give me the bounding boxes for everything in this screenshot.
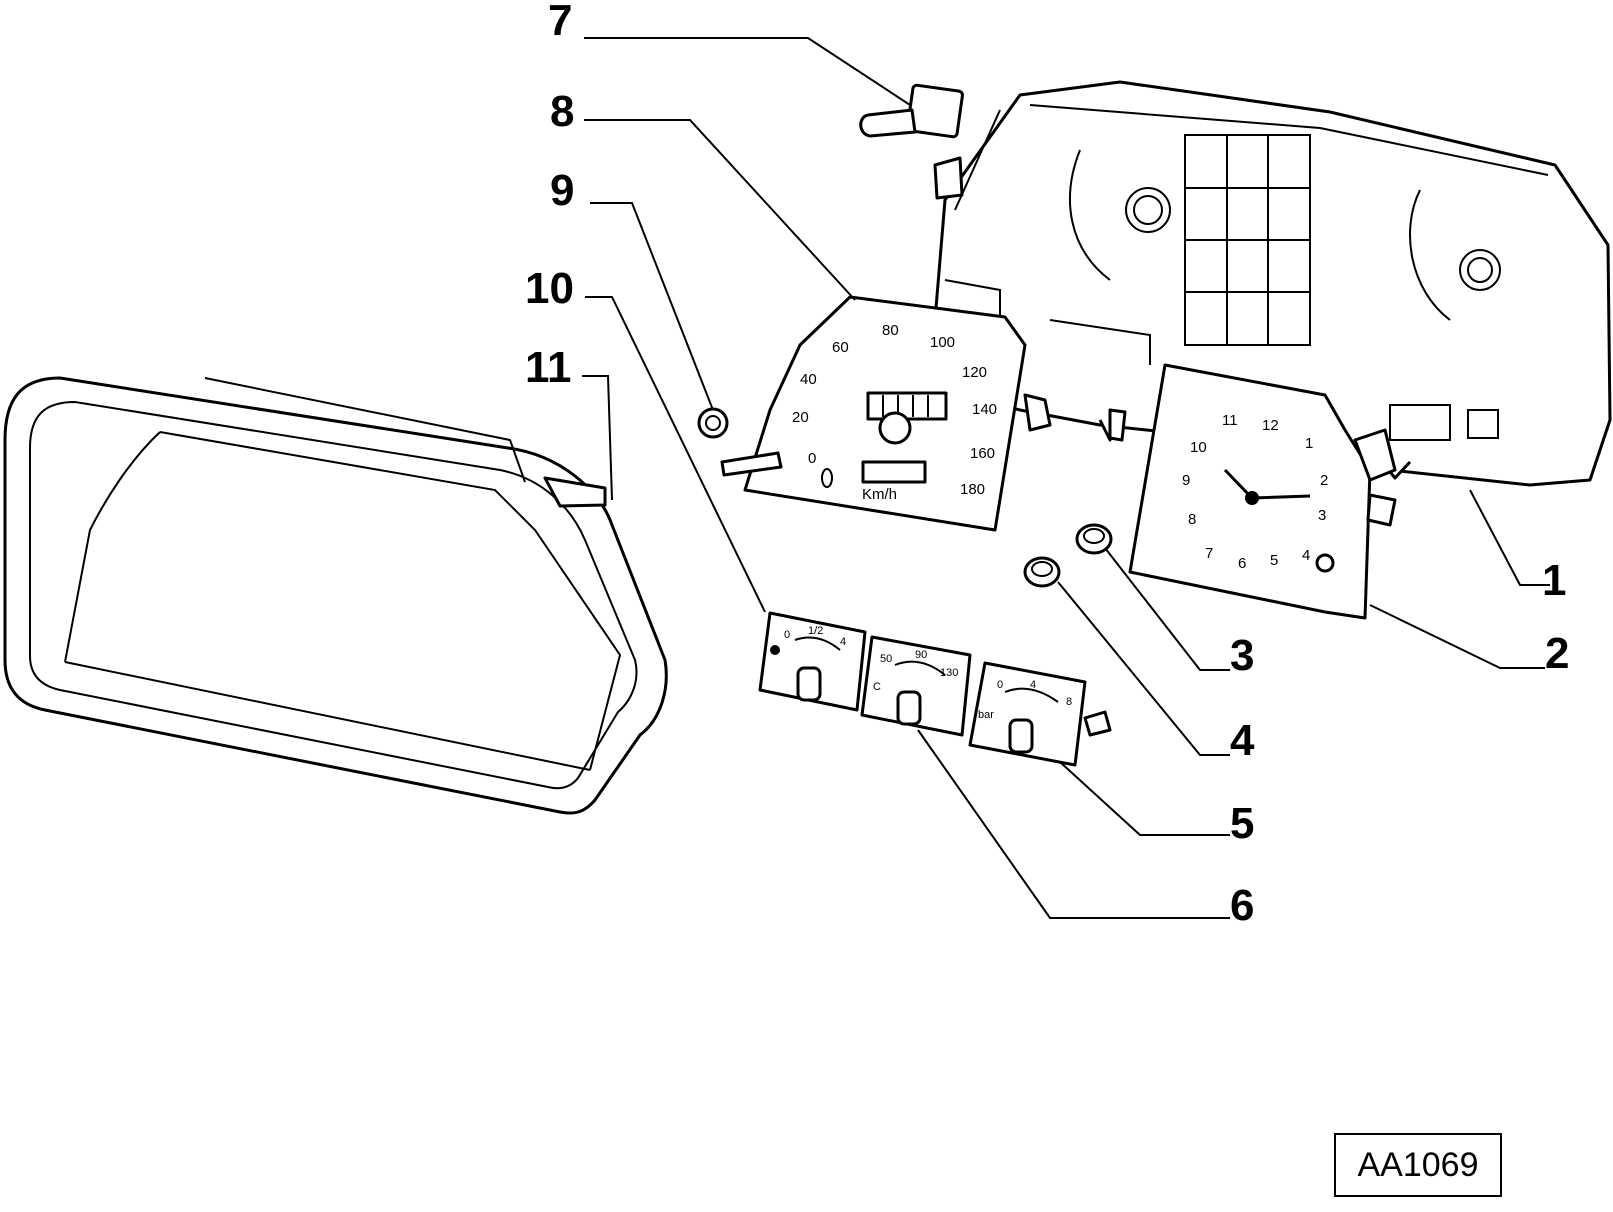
callout-labels: 1 2 3 4 5 6 7 8 9 10 11 [525,0,1569,930]
callout-6: 6 [1230,881,1254,930]
leader-8 [584,119,856,301]
leader-lines [582,37,1550,919]
leader-1 [1469,489,1550,586]
callout-11: 11 [525,343,572,392]
speedometer-dial: 0 20 40 60 80 100 120 140 160 180 Km/h [743,295,1127,532]
speed-tick-0: 0 [808,450,816,467]
callout-8: 8 [550,87,574,136]
clock-5: 5 [1270,552,1278,569]
speed-tick-60: 60 [832,339,849,356]
leader-10 [585,296,766,613]
leader-6 [917,729,1230,919]
fuel-right: 4 [840,636,846,648]
leader-11 [582,375,613,501]
leader-7 [584,37,911,106]
leader-4 [1057,581,1230,756]
clock-7: 7 [1205,545,1213,562]
callout-5: 5 [1230,799,1254,848]
callout-1: 1 [1542,556,1566,605]
clock-dial: 12 1 2 3 4 5 6 7 8 9 10 11 [1128,363,1397,620]
oil-unit: bar [978,709,994,721]
bulb-holder [859,83,964,139]
cluster-housing [933,80,1612,487]
knob-3 [1075,523,1113,555]
reference-code: AA1069 [1357,1145,1479,1184]
speed-tick-20: 20 [792,409,809,426]
clock-10: 10 [1190,439,1207,456]
speed-unit: Km/h [862,486,897,503]
oil-mid: 4 [1030,679,1036,691]
temp-left: 50 [880,653,892,665]
callout-4: 4 [1230,716,1255,765]
oil-right: 8 [1066,696,1072,708]
clock-2: 2 [1320,472,1328,489]
callout-10: 10 [525,264,574,313]
clock-11: 11 [1222,412,1238,429]
leader-9 [590,202,714,411]
speed-tick-120: 120 [962,364,987,381]
callout-7: 7 [548,0,572,45]
reference-code-box: AA1069 [1334,1133,1502,1197]
clock-9: 9 [1182,472,1190,489]
knob-4 [1023,556,1061,588]
leader-5 [1059,761,1230,836]
fuel-mid: 1/2 [808,625,823,637]
clock-12: 12 [1262,417,1279,434]
leader-3 [1104,547,1230,671]
speed-tick-180: 180 [960,481,985,498]
clock-8: 8 [1188,511,1196,528]
temp-mid: 90 [915,649,927,661]
oil-left: 0 [997,679,1003,691]
fuel-left: 0 [784,629,790,641]
speed-tick-160: 160 [970,445,995,462]
callout-3: 3 [1230,631,1254,680]
oil-pressure-gauge: 0 4 8 bar [968,661,1112,767]
clock-4: 4 [1302,547,1310,564]
fuel-gauge: 0 1/2 4 [758,611,867,712]
leader-2 [1369,604,1545,669]
clock-1: 1 [1305,435,1313,452]
speed-tick-140: 140 [972,401,997,418]
callout-9: 9 [550,166,574,215]
speed-tick-40: 40 [800,371,817,388]
callout-2: 2 [1545,629,1569,678]
speed-tick-80: 80 [882,322,899,339]
temperature-gauge: 50 90 130 C [860,635,972,737]
clock-3: 3 [1318,507,1326,524]
temp-side: C [873,681,881,693]
cluster-bezel [3,376,668,815]
clock-6: 6 [1238,555,1246,572]
temp-right: 130 [940,667,958,679]
speed-tick-100: 100 [930,334,955,351]
